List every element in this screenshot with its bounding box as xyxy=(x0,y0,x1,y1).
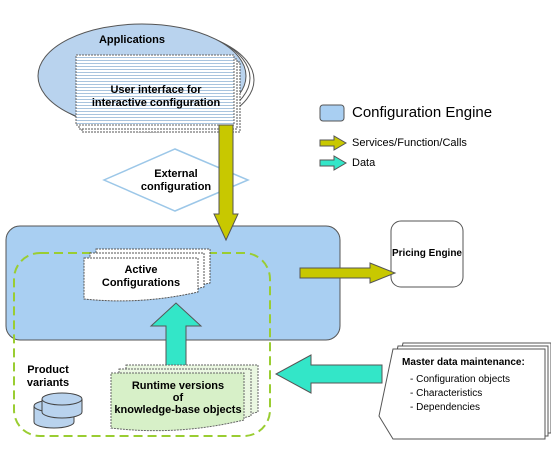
legend-data-arrow xyxy=(319,155,347,171)
data-arrow-runtime-to-active xyxy=(149,302,203,373)
active-configurations-documents xyxy=(83,248,211,302)
master-data-title: Master data maintenance: xyxy=(402,357,525,368)
applications-title: Applications xyxy=(98,34,165,46)
services-arrow-ui-to-engine xyxy=(213,124,239,242)
runtime-versions-line3: knowledge-base objects xyxy=(114,404,242,416)
runtime-versions-line2: of xyxy=(172,392,184,404)
external-config-label-line1: External xyxy=(154,168,198,180)
master-data-item: - Characteristics xyxy=(410,388,483,399)
master-data-sheets xyxy=(378,342,551,440)
user-interface-label-line2: interactive configuration xyxy=(91,97,221,109)
external-config-label-line2: configuration xyxy=(140,181,212,193)
product-variants-line1: Product xyxy=(27,364,69,376)
pricing-engine-box xyxy=(390,220,464,288)
user-interface-documents xyxy=(75,54,241,133)
user-interface-label-line1: User interface for xyxy=(110,84,202,96)
data-arrow-master-to-runtime xyxy=(274,354,383,394)
master-data-item: - Configuration objects xyxy=(410,374,511,385)
legend-engine-swatch xyxy=(319,104,345,122)
master-data-item: - Dependencies xyxy=(410,402,481,413)
active-configurations-line1: Active xyxy=(124,264,158,276)
product-variants-line2: variants xyxy=(26,377,70,389)
pricing-engine-label: Pricing Engine xyxy=(391,248,462,259)
legend-engine-label: Configuration Engine xyxy=(352,104,493,121)
runtime-versions-line1: Runtime versions xyxy=(131,380,225,392)
active-configurations-line2: Configurations xyxy=(101,277,181,289)
runtime-documents xyxy=(110,364,259,432)
legend-data-label: Data xyxy=(352,157,376,169)
legend-services-label: Services/Function/Calls xyxy=(352,137,467,149)
legend-services-arrow xyxy=(319,135,347,151)
product-variants-disks xyxy=(33,392,83,429)
services-arrow-engine-to-pricing xyxy=(299,262,397,284)
